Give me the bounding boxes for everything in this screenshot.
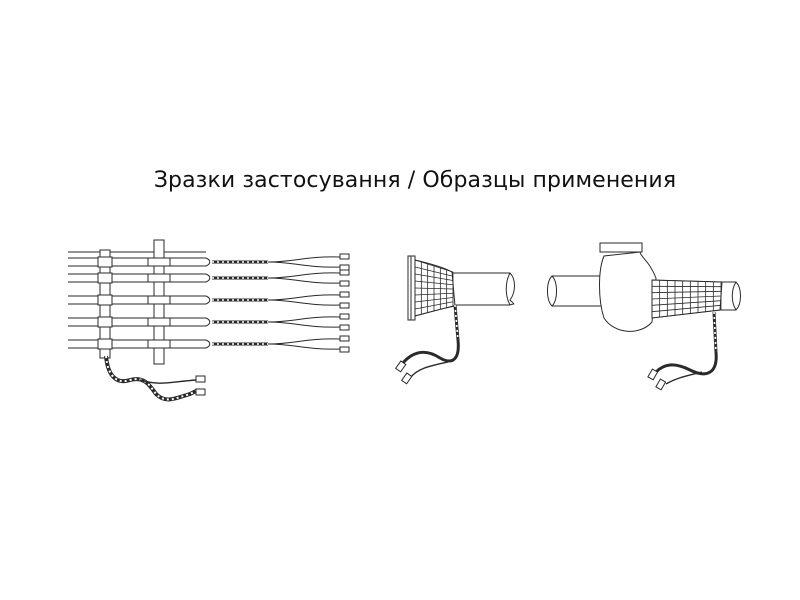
- pipe-right: [719, 281, 741, 311]
- pipe-body: [449, 272, 515, 306]
- cable-connector-icon: [339, 264, 350, 271]
- cable-lead: [267, 261, 341, 268]
- pipe-clamp: [147, 295, 171, 305]
- cable-connector-icon: [339, 269, 350, 276]
- valve-pipe-illustration: [547, 242, 741, 391]
- cable-connector-icon: [655, 378, 667, 391]
- mesh-line: [414, 297, 454, 303]
- pipe-end: [205, 339, 211, 349]
- cable-connector-icon: [339, 253, 350, 260]
- cable-connector-icon: [339, 346, 350, 353]
- mesh-line: [651, 279, 722, 283]
- pipe-clamp: [147, 317, 171, 327]
- lead-cable: [400, 304, 460, 365]
- cable-connector-icon: [339, 280, 350, 287]
- cable-lead: [267, 316, 341, 323]
- mesh-line: [651, 300, 722, 306]
- pipe-clamp: [147, 273, 171, 283]
- pipe-end: [205, 295, 211, 305]
- lead-cable: [654, 311, 718, 376]
- heating-mesh: [651, 279, 723, 319]
- mesh-line: [651, 295, 722, 300]
- pipe-left: [547, 275, 609, 307]
- valve-body: [599, 251, 657, 332]
- pipe-clamps: [97, 256, 171, 350]
- cable-lead: [267, 299, 341, 306]
- mesh-line: [651, 290, 722, 294]
- cable-lead: [267, 256, 341, 263]
- pipe-clamp: [147, 339, 171, 349]
- mesh-line: [414, 280, 454, 286]
- cable-lead: [267, 294, 341, 301]
- pipe-clamp: [97, 272, 113, 284]
- cable-connector-icon: [339, 313, 350, 320]
- pipe-clamp: [97, 294, 113, 306]
- pipe-end: [205, 273, 211, 283]
- mesh-line: [414, 266, 454, 277]
- mesh-line: [414, 292, 454, 296]
- cable-connector-icon: [400, 372, 413, 385]
- page-caption: Зразки застосування / Образцы применения: [153, 168, 677, 193]
- cable-connector-icon: [339, 335, 350, 342]
- cable-connector-icon: [195, 388, 206, 396]
- mesh-line: [414, 305, 454, 317]
- mesh-line: [414, 287, 454, 290]
- flange-pipe-illustration: [394, 255, 515, 385]
- valve-flange-top: [599, 242, 643, 253]
- mesh-line: [414, 273, 454, 281]
- pipe-clamp: [97, 256, 113, 268]
- heating-cables: [212, 253, 350, 353]
- collector-cable: [104, 355, 199, 402]
- cable-connector-icon: [339, 291, 350, 298]
- cable-connector-icon: [647, 368, 659, 381]
- mesh-line: [651, 304, 722, 313]
- pipe-bundle-illustration: [68, 239, 350, 402]
- mesh-line: [414, 301, 454, 310]
- cable-connector-icon: [339, 302, 350, 309]
- pipe-clamp: [97, 338, 113, 350]
- mesh-line: [651, 309, 722, 319]
- pipe-end: [205, 317, 211, 327]
- cable-connector-icon: [339, 324, 350, 331]
- pipe-clamp: [97, 316, 113, 328]
- pipe-lines: [68, 251, 211, 349]
- cable-connector-icon: [195, 375, 206, 383]
- cable-connector-icon: [394, 360, 407, 373]
- pipe-clamp: [147, 257, 171, 267]
- cable-lead: [267, 343, 341, 350]
- cable-lead: [267, 272, 341, 279]
- cable-lead: [267, 277, 341, 284]
- pipe-end: [205, 257, 211, 267]
- cable-lead: [267, 338, 341, 345]
- mesh-line: [414, 259, 454, 273]
- cable-lead: [267, 321, 341, 328]
